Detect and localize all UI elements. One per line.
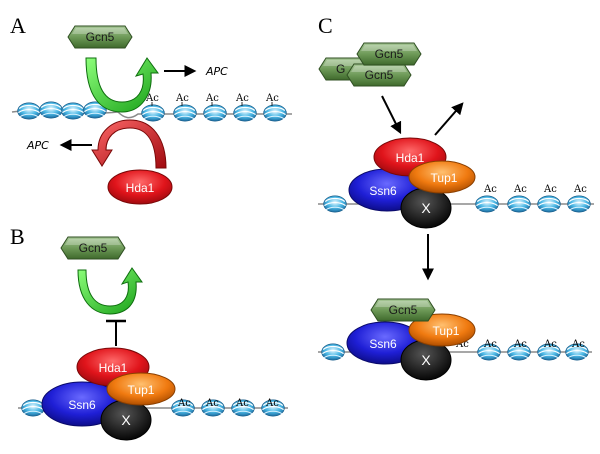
ac-label: Ac <box>265 398 279 409</box>
tup1-label: Tup1 <box>431 171 458 185</box>
tup1-protein: Tup1 <box>408 160 476 194</box>
x-protein: X <box>100 399 152 441</box>
recruitment-arrow <box>381 95 402 135</box>
ac-label: Ac <box>483 184 497 195</box>
panel-b: Gcn5 Ac Ac Ac Ac Ssn6 Hda1 <box>18 236 288 441</box>
panel-c-bottom: Ac Ac Ac Ac Ac Ssn6 X Tup1 Gcn5 <box>318 298 592 381</box>
panel-b-letter: B <box>10 224 25 249</box>
hda1-label: Hda1 <box>99 361 128 375</box>
release-arrow <box>434 102 464 136</box>
ac-label: Ac <box>483 339 497 350</box>
ac-label: Ac <box>235 93 249 104</box>
tup1-protein: Tup1 <box>408 313 476 347</box>
panel-a-letter: A <box>10 13 26 38</box>
ac-label: Ac <box>543 339 557 350</box>
ac-label: Ac <box>235 398 249 409</box>
gcn5-label: Gcn5 <box>389 303 418 317</box>
gcn5-protein-middle: Gcn5 <box>346 63 412 87</box>
x-label: X <box>421 200 431 216</box>
acetyl-marks-b: Ac Ac Ac Ac <box>177 398 279 409</box>
hda1-protein: Hda1 <box>107 169 173 205</box>
ac-label: Ac <box>205 398 219 409</box>
ac-label: Ac <box>513 184 527 195</box>
acetylation-arrow <box>77 267 143 315</box>
gcn5-protein: Gcn5 <box>370 298 436 322</box>
panel-a: Ac Ac Ac Ac Ac Gcn5 APC APC Hda1 <box>11 25 292 205</box>
x-label: X <box>121 412 131 428</box>
ac-label: Ac <box>543 184 557 195</box>
ac-label: Ac <box>265 93 279 104</box>
ac-label: Ac <box>571 339 585 350</box>
acetylation-arrow <box>85 57 159 113</box>
gcn5-cluster: G Gcn5 Gcn5 <box>318 42 422 87</box>
gcn5-label: Gcn5 <box>79 241 108 255</box>
ssn6-label: Ssn6 <box>68 398 96 412</box>
gcn5-protein: Gcn5 <box>67 25 133 49</box>
acetyl-marks-a: Ac Ac Ac Ac Ac <box>145 93 279 106</box>
ssn6-label: Ssn6 <box>369 184 397 198</box>
ac-label: Ac <box>573 184 587 195</box>
tup1-label: Tup1 <box>433 324 460 338</box>
acetyl-marks-c-top: Ac Ac Ac Ac <box>483 184 587 195</box>
ac-label: Ac <box>175 93 189 104</box>
apc-label-top: APC <box>205 65 228 78</box>
ac-label: Ac <box>455 339 469 350</box>
gcn5-protein: Gcn5 <box>60 236 126 260</box>
panel-c-letter: C <box>318 13 333 38</box>
apc-label-bottom: APC <box>26 139 49 152</box>
x-label: X <box>421 352 431 368</box>
deacetylation-arrow <box>91 119 167 169</box>
hda1-label: Hda1 <box>126 181 155 195</box>
gcn5-protein-front: Gcn5 <box>356 42 422 66</box>
ac-label: Ac <box>145 93 159 104</box>
ac-label: Ac <box>205 93 219 104</box>
tup1-protein: Tup1 <box>106 372 176 406</box>
x-protein: X <box>400 187 452 229</box>
ac-label: Ac <box>513 339 527 350</box>
gcn5-label: Gcn5 <box>365 68 394 82</box>
acetyl-marks-c-bottom: Ac Ac Ac Ac Ac <box>455 339 585 350</box>
ssn6-label: Ssn6 <box>369 337 397 351</box>
gcn5-protein-back: G <box>318 57 384 81</box>
hda1-label: Hda1 <box>396 151 425 165</box>
ac-label: Ac <box>177 398 191 409</box>
gcn5-label: Gcn5 <box>86 30 115 44</box>
panel-c-top: G Gcn5 Gcn5 Ac Ac Ac Ac <box>318 42 594 229</box>
tup1-label: Tup1 <box>128 383 155 397</box>
gcn5-partial-label: G <box>336 62 345 76</box>
gcn5-label: Gcn5 <box>375 47 404 61</box>
